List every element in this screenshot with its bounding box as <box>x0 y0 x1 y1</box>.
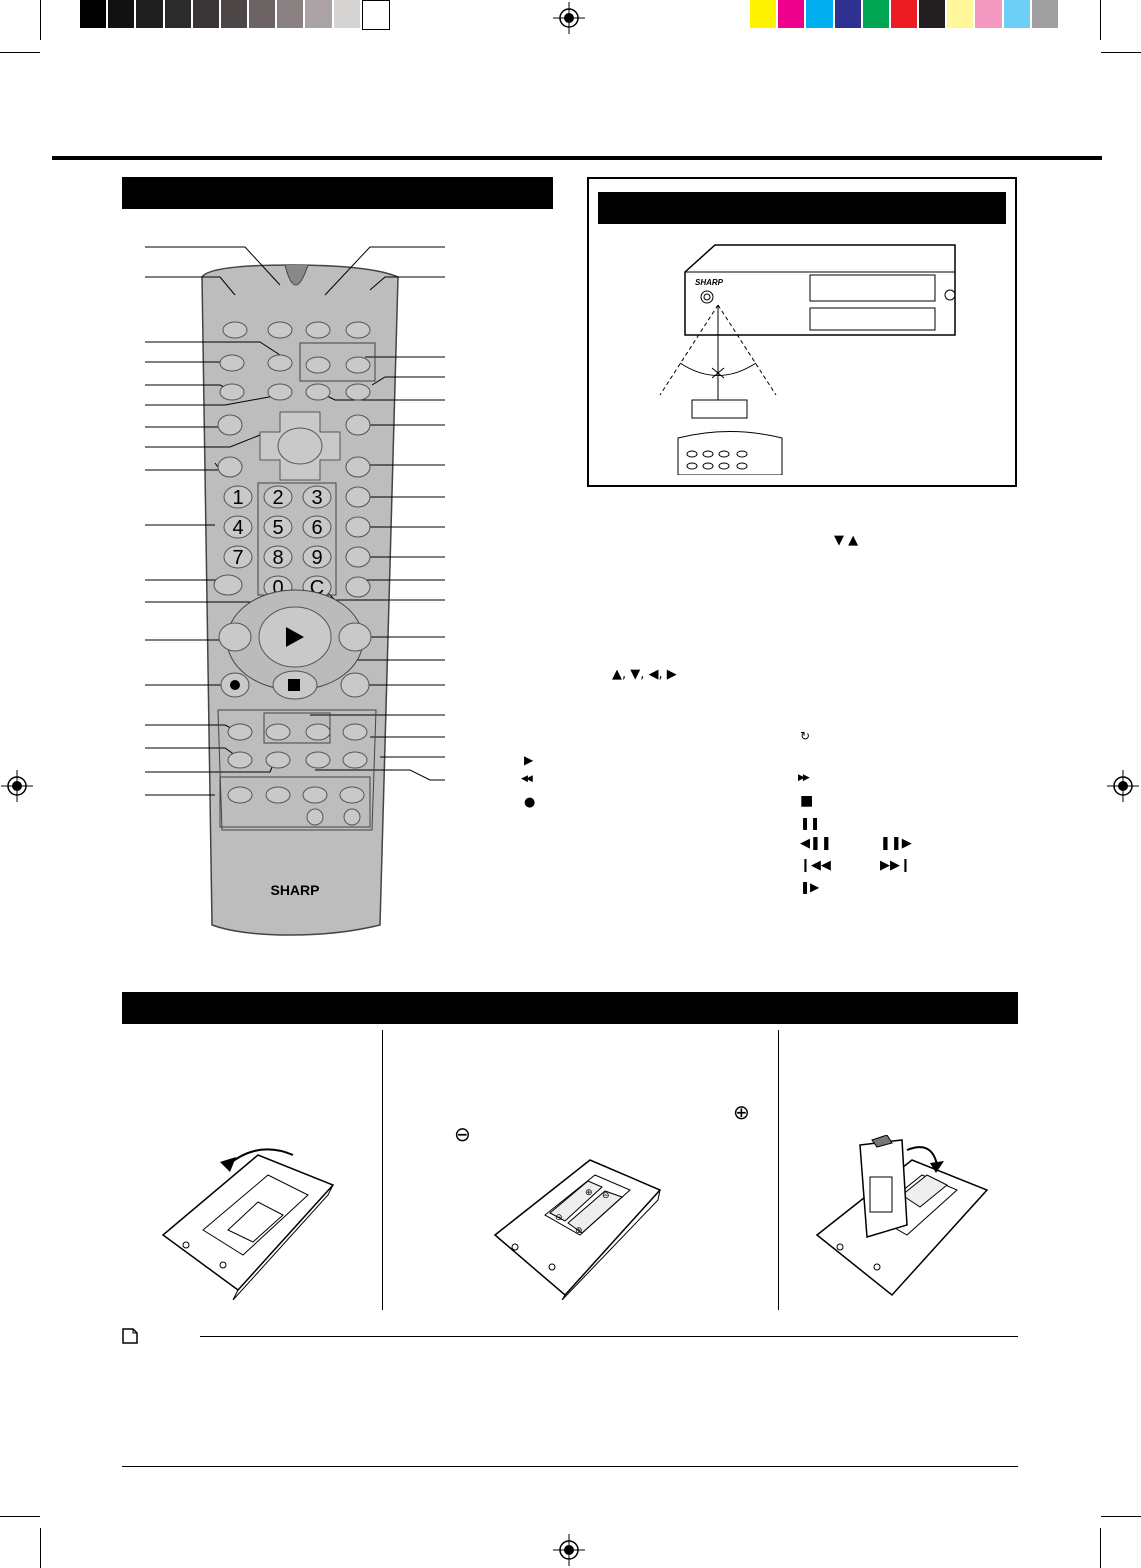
number-key-label: 7 <box>232 547 243 569</box>
note-rule <box>200 1336 1018 1337</box>
footer-rule <box>122 1466 1018 1467</box>
gray-scale-bar <box>80 0 390 30</box>
color-swatch <box>750 0 777 28</box>
gray-swatch <box>220 0 248 28</box>
note-icon <box>122 1328 138 1344</box>
crop-mark <box>0 52 40 53</box>
color-swatch <box>1031 0 1058 28</box>
color-swatch <box>975 0 1002 28</box>
gray-swatch <box>361 0 390 30</box>
color-swatch <box>862 0 889 28</box>
color-swatch <box>1003 0 1030 28</box>
gray-swatch <box>192 0 219 28</box>
battery-step2-illustration: ⊕ ⊖ ⊖ ⊕ <box>493 1159 662 1300</box>
crop-mark <box>1100 0 1101 40</box>
gray-swatch <box>80 0 107 28</box>
rewind-icon: ◀◀ <box>521 774 533 784</box>
svg-text:⊖: ⊖ <box>555 1213 563 1223</box>
battery-divider <box>382 1030 383 1310</box>
number-key-label: 4 <box>232 517 243 539</box>
slow-fwd-icon: ❚❚▶ <box>880 836 912 851</box>
number-key <box>263 485 293 509</box>
color-swatch <box>919 0 946 28</box>
gray-swatch <box>108 0 135 28</box>
number-key-label: 5 <box>272 517 283 539</box>
section-bar-range <box>598 192 1006 224</box>
number-key <box>223 515 253 539</box>
repeat-icon: ↻ <box>800 729 811 743</box>
number-key-label: 8 <box>272 547 283 569</box>
gray-swatch <box>305 0 332 28</box>
section-bar-battery <box>122 992 1018 1024</box>
skip-back-icon: ❙◀◀ <box>800 858 831 873</box>
crop-mark <box>40 1528 41 1568</box>
gray-swatch <box>333 0 360 28</box>
number-key-label: 0 <box>272 577 283 599</box>
color-swatch <box>834 0 861 28</box>
number-key <box>302 485 332 509</box>
gray-swatch <box>136 0 163 28</box>
svg-text:⊕: ⊕ <box>575 1226 583 1236</box>
svg-text:SHARP: SHARP <box>695 278 724 287</box>
number-key-label: 2 <box>272 487 283 509</box>
crop-mark <box>40 0 41 40</box>
svg-text:⊖: ⊖ <box>602 1191 610 1201</box>
range-box <box>587 177 1017 487</box>
record-icon: ● <box>524 795 536 810</box>
plus-icon: ⊕ <box>733 1100 750 1124</box>
gray-swatch <box>249 0 276 28</box>
gray-swatch <box>164 0 191 28</box>
header-rule <box>52 156 1102 160</box>
number-key-label: 3 <box>311 487 322 509</box>
number-key <box>223 545 253 569</box>
section-bar-remote <box>122 177 553 209</box>
battery-divider <box>778 1030 779 1310</box>
registration-mark-top <box>553 2 585 34</box>
crop-mark <box>1101 1516 1141 1517</box>
registration-mark-left <box>1 770 33 802</box>
battery-step3-illustration <box>815 1135 989 1297</box>
ffwd-icon: ▶▶ <box>798 773 810 783</box>
color-swatch <box>806 0 833 28</box>
number-key <box>302 545 332 569</box>
slow-back-icon: ◀❚❚ <box>800 836 832 851</box>
crop-mark <box>1100 1528 1101 1568</box>
number-key <box>263 515 293 539</box>
play-icon: ▶ <box>524 753 534 767</box>
step-icon: ❚▶ <box>800 880 820 894</box>
arrows-icon: ▲, ▼, ◀, ▶ <box>612 667 677 682</box>
number-key-label: 1 <box>232 487 243 509</box>
skip-fwd-icon: ▶▶❙ <box>880 858 911 873</box>
color-swatch <box>890 0 918 28</box>
registration-mark-right <box>1107 770 1139 802</box>
color-scale-bar <box>750 0 1060 28</box>
battery-step1-illustration <box>161 1148 335 1300</box>
number-key <box>302 515 332 539</box>
pause-icon: ❚❚ <box>800 816 821 830</box>
svg-text:SHARP: SHARP <box>270 882 319 898</box>
registration-mark-bottom <box>553 1534 585 1566</box>
crop-mark <box>1101 52 1141 53</box>
remote-range-diagram: SHARP <box>659 244 956 475</box>
svg-text:⊕: ⊕ <box>585 1188 593 1198</box>
stop-icon: ■ <box>800 793 814 809</box>
crop-mark <box>0 1516 40 1517</box>
number-key <box>263 545 293 569</box>
number-key-label: 9 <box>311 547 322 569</box>
number-key <box>223 485 253 509</box>
color-swatch <box>947 0 974 28</box>
color-swatch <box>778 0 805 28</box>
minus-icon: ⊖ <box>454 1122 471 1146</box>
gray-swatch <box>277 0 304 28</box>
number-key-label: 6 <box>311 517 322 539</box>
updown-icon: ▼ ▲ <box>834 533 859 548</box>
